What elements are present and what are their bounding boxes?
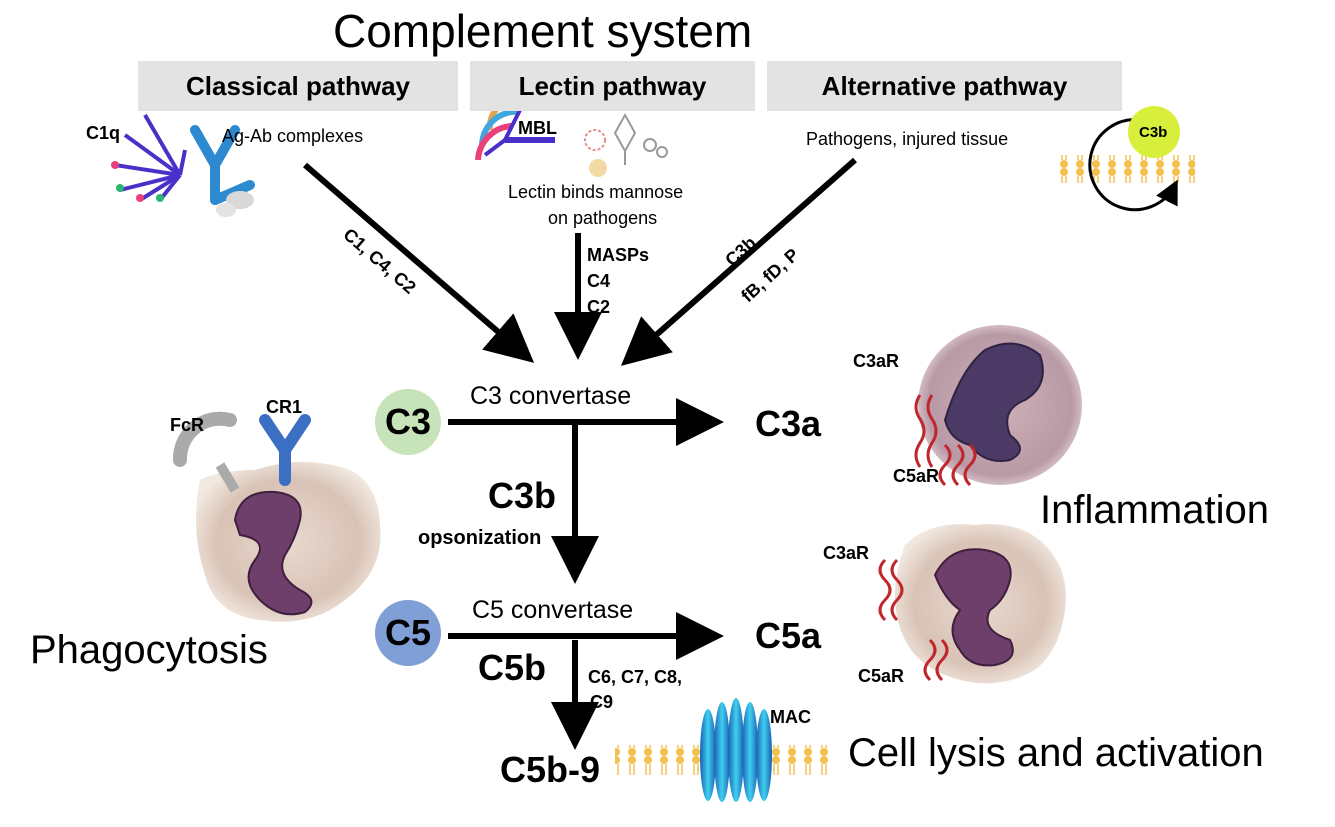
c3-convertase-label: C3 convertase	[470, 382, 632, 410]
alt-cycle-arrow	[1088, 118, 1178, 212]
lysis-membrane-left	[615, 745, 700, 775]
c5b-label: C5b	[478, 647, 547, 688]
c3-node: C3	[375, 389, 441, 455]
c5-node: C5	[375, 600, 441, 666]
c6-c9-label-2: C9	[590, 692, 614, 712]
c5b9-label: C5b-9	[500, 749, 601, 790]
classical-arrow	[303, 162, 535, 363]
c3a-label: C3a	[755, 403, 822, 444]
c5ar-bottom-label: C5aR	[858, 666, 905, 686]
c1q-icon	[111, 113, 187, 202]
c3b-label: C3b	[488, 475, 557, 516]
c3ar-bottom-label: C3aR	[823, 543, 870, 563]
lectin-desc-line1: Lectin binds mannose	[508, 182, 684, 202]
cr1-label: CR1	[266, 397, 303, 417]
phagocyte-cell-icon	[173, 411, 381, 622]
alternative-pathway-header: Alternative pathway	[767, 61, 1122, 111]
alt-membrane-icon	[1060, 155, 1195, 183]
c5-convertase-label: C5 convertase	[472, 596, 634, 624]
lectin-arrow-label-1: MASPs	[587, 245, 650, 265]
mac-label: MAC	[770, 707, 811, 727]
inflammation-label: Inflammation	[1040, 488, 1269, 532]
pathogens-label: Pathogens, injured tissue	[806, 129, 1009, 149]
c3b-badge-circle	[1128, 106, 1180, 158]
ag-ab-label: Ag-Ab complexes	[222, 126, 364, 146]
page-title: Complement system	[333, 5, 753, 57]
mast-cell-icon	[914, 325, 1082, 487]
lysis-label: Cell lysis and activation	[848, 731, 1264, 775]
c5ar-top-label: C5aR	[893, 466, 940, 486]
mac-pore-icon	[700, 698, 772, 802]
classical-pathway-header: Classical pathway	[138, 61, 458, 111]
lectin-arrow-label-3: C2	[587, 297, 611, 317]
lysis-membrane-right	[770, 745, 830, 775]
lectin-desc-line2: on pathogens	[548, 208, 658, 228]
antibody-icon	[190, 125, 255, 217]
c3b-badge-label: C3b	[1139, 124, 1168, 141]
c5a-label: C5a	[755, 615, 822, 656]
c1q-label: C1q	[86, 123, 121, 143]
phagocytosis-label: Phagocytosis	[30, 628, 268, 672]
pathogen-icon	[584, 112, 668, 177]
lectin-pathway-header: Lectin pathway	[470, 61, 755, 111]
opsonization-label: opsonization	[418, 527, 542, 549]
neutrophil-cell-icon	[878, 524, 1066, 684]
c3ar-top-label: C3aR	[853, 351, 900, 371]
c6-c9-label-1: C6, C7, C8,	[588, 667, 683, 687]
alternative-arrow	[620, 157, 857, 366]
fcr-label: FcR	[170, 415, 205, 435]
mbl-label: MBL	[518, 118, 557, 138]
lectin-arrow-label-2: C4	[587, 271, 611, 291]
